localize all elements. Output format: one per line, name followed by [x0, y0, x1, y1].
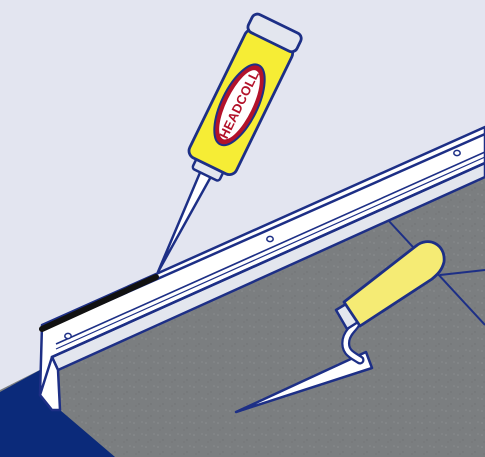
sealant-bead [39, 274, 159, 332]
deck-edge [0, 370, 115, 457]
screw-holes [64, 149, 461, 340]
trowel-icon [234, 240, 446, 414]
trim-profile [38, 125, 485, 412]
sealant-tube-icon: HEADCOLL [156, 12, 303, 274]
deck-seam-2 [439, 269, 485, 276]
